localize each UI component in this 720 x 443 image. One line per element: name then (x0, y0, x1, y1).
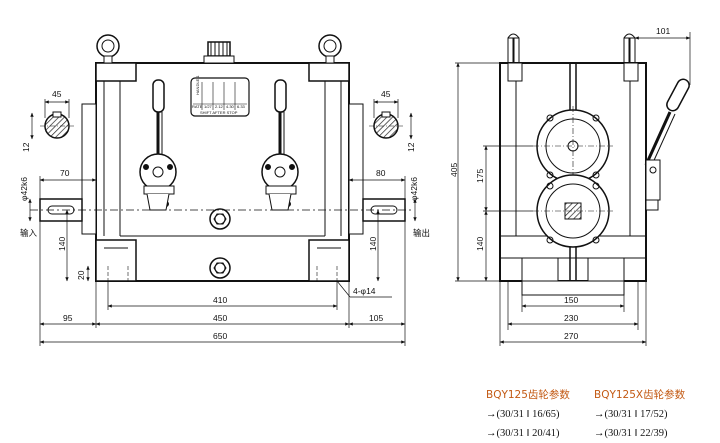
plate-header: HANDLE 1 (195, 75, 200, 95)
dim-405: 405 (449, 163, 459, 177)
bqy125x-line-2: →(30/31 ‖ 22/39) (594, 428, 668, 439)
oil-level-plug (209, 208, 231, 230)
dim-175: 175 (475, 169, 485, 183)
left-shift-lever (139, 79, 177, 211)
dim-80: 80 (376, 168, 386, 178)
plate-rate: RATE (192, 104, 203, 109)
bqy125x-gear-params: BQY125X齿轮参数 →(30/31 ‖ 17/52) →(30/31 ‖ 2… (594, 386, 685, 443)
instruction-plate (190, 77, 250, 117)
dim-phi42-right: φ42k6 (409, 177, 419, 201)
dim-140-side: 140 (475, 237, 485, 251)
right-lifting-eye (318, 34, 342, 64)
dim-45-right: 45 (381, 89, 391, 99)
side-lifting-eye-left (507, 33, 520, 64)
left-foot (95, 239, 137, 282)
input-label: 输入 (20, 228, 38, 239)
dim-230: 230 (564, 313, 578, 323)
side-base (521, 280, 625, 296)
dim-12-left: 12 (21, 142, 31, 152)
dim-20: 20 (76, 270, 86, 280)
bqy125-gear-params: BQY125齿轮参数 →(30/31 ‖ 16/65) →(30/31 ‖ 20… (486, 386, 570, 443)
dim-140-right: 140 (368, 237, 378, 251)
front-dim-labels: 45 45 12 12 70 80 φ42k6 φ42k6 140 140 20… (19, 89, 430, 341)
side-dim-labels: 101 405 175 140 150 230 270 (449, 26, 670, 341)
bqy125x-line-1: →(30/31 ‖ 17/52) (594, 409, 668, 420)
lower-bearing (533, 174, 613, 248)
plate-v2: 2.12 (215, 104, 224, 109)
bqy125x-title: BQY125X齿轮参数 (594, 389, 686, 401)
plate-text: HANDLE 1 RATE 1/27 2.12 4.30 6.33 SHIFT … (192, 75, 246, 115)
dim-45-left: 45 (52, 89, 62, 99)
plate-caption: SHIFT AFTER STOP (200, 110, 238, 115)
left-top-lug (95, 62, 137, 82)
drain-plug (209, 257, 231, 279)
dim-70: 70 (60, 168, 70, 178)
bqy125-line-2: →(30/31 ‖ 20/41) (486, 428, 560, 439)
dim-phi42-left: φ42k6 (19, 177, 29, 201)
bqy125-title: BQY125齿轮参数 (486, 389, 570, 401)
plate-v1: 1/27 (204, 104, 213, 109)
dim-650: 650 (213, 331, 227, 341)
bqy125-line-1: →(30/31 ‖ 16/65) (486, 409, 560, 420)
plate-v3: 4.30 (226, 104, 235, 109)
side-view (499, 33, 690, 296)
dim-270: 270 (564, 331, 578, 341)
dim-140-left: 140 (57, 237, 67, 251)
side-shift-lever (644, 78, 690, 211)
breather-cap (203, 41, 235, 64)
dim-150: 150 (564, 295, 578, 305)
right-shift-lever (261, 79, 299, 211)
dim-450: 450 (213, 313, 227, 323)
side-lifting-eye-right (623, 33, 636, 64)
dim-410: 410 (213, 295, 227, 305)
side-view-dimensions (455, 32, 691, 346)
output-label: 输出 (413, 228, 430, 239)
left-input-boss (81, 103, 97, 235)
dim-101: 101 (656, 26, 670, 36)
right-foot (308, 239, 350, 282)
left-lifting-eye (96, 34, 120, 64)
dim-12-right: 12 (406, 142, 416, 152)
right-output-boss (348, 103, 364, 235)
dim-95: 95 (63, 313, 73, 323)
front-view-dimensions (28, 99, 417, 346)
dim-105: 105 (369, 313, 383, 323)
right-top-lug (308, 62, 350, 82)
plate-v4: 6.33 (237, 104, 246, 109)
front-view (30, 34, 412, 282)
upper-bearing (533, 106, 613, 186)
dim-holes: 4-φ14 (353, 286, 376, 296)
